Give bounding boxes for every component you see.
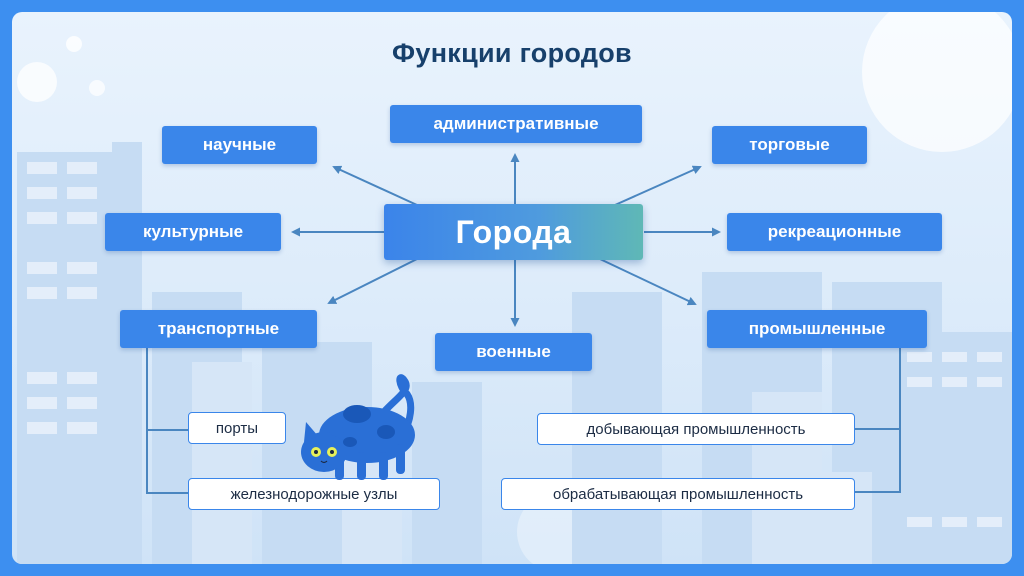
- slide: Функции городов административные научные…: [12, 12, 1012, 564]
- sub-railway-nodes: железнодорожные узлы: [188, 478, 440, 510]
- box-center-cities: Города: [384, 204, 643, 260]
- box-industrial: промышленные: [707, 310, 927, 348]
- box-trade: торговые: [712, 126, 867, 164]
- box-cultural: культурные: [105, 213, 281, 251]
- box-transport: транспортные: [120, 310, 317, 348]
- sub-ports: порты: [188, 412, 286, 444]
- box-recreational: рекреационные: [727, 213, 942, 251]
- page-title: Функции городов: [392, 38, 632, 68]
- box-scientific: научные: [162, 126, 317, 164]
- sub-extractive-industry: добывающая промышленность: [537, 413, 855, 445]
- sub-manufacturing-industry: обрабатывающая промышленность: [501, 478, 855, 510]
- box-administrative: административные: [390, 105, 642, 143]
- box-military: военные: [435, 333, 592, 371]
